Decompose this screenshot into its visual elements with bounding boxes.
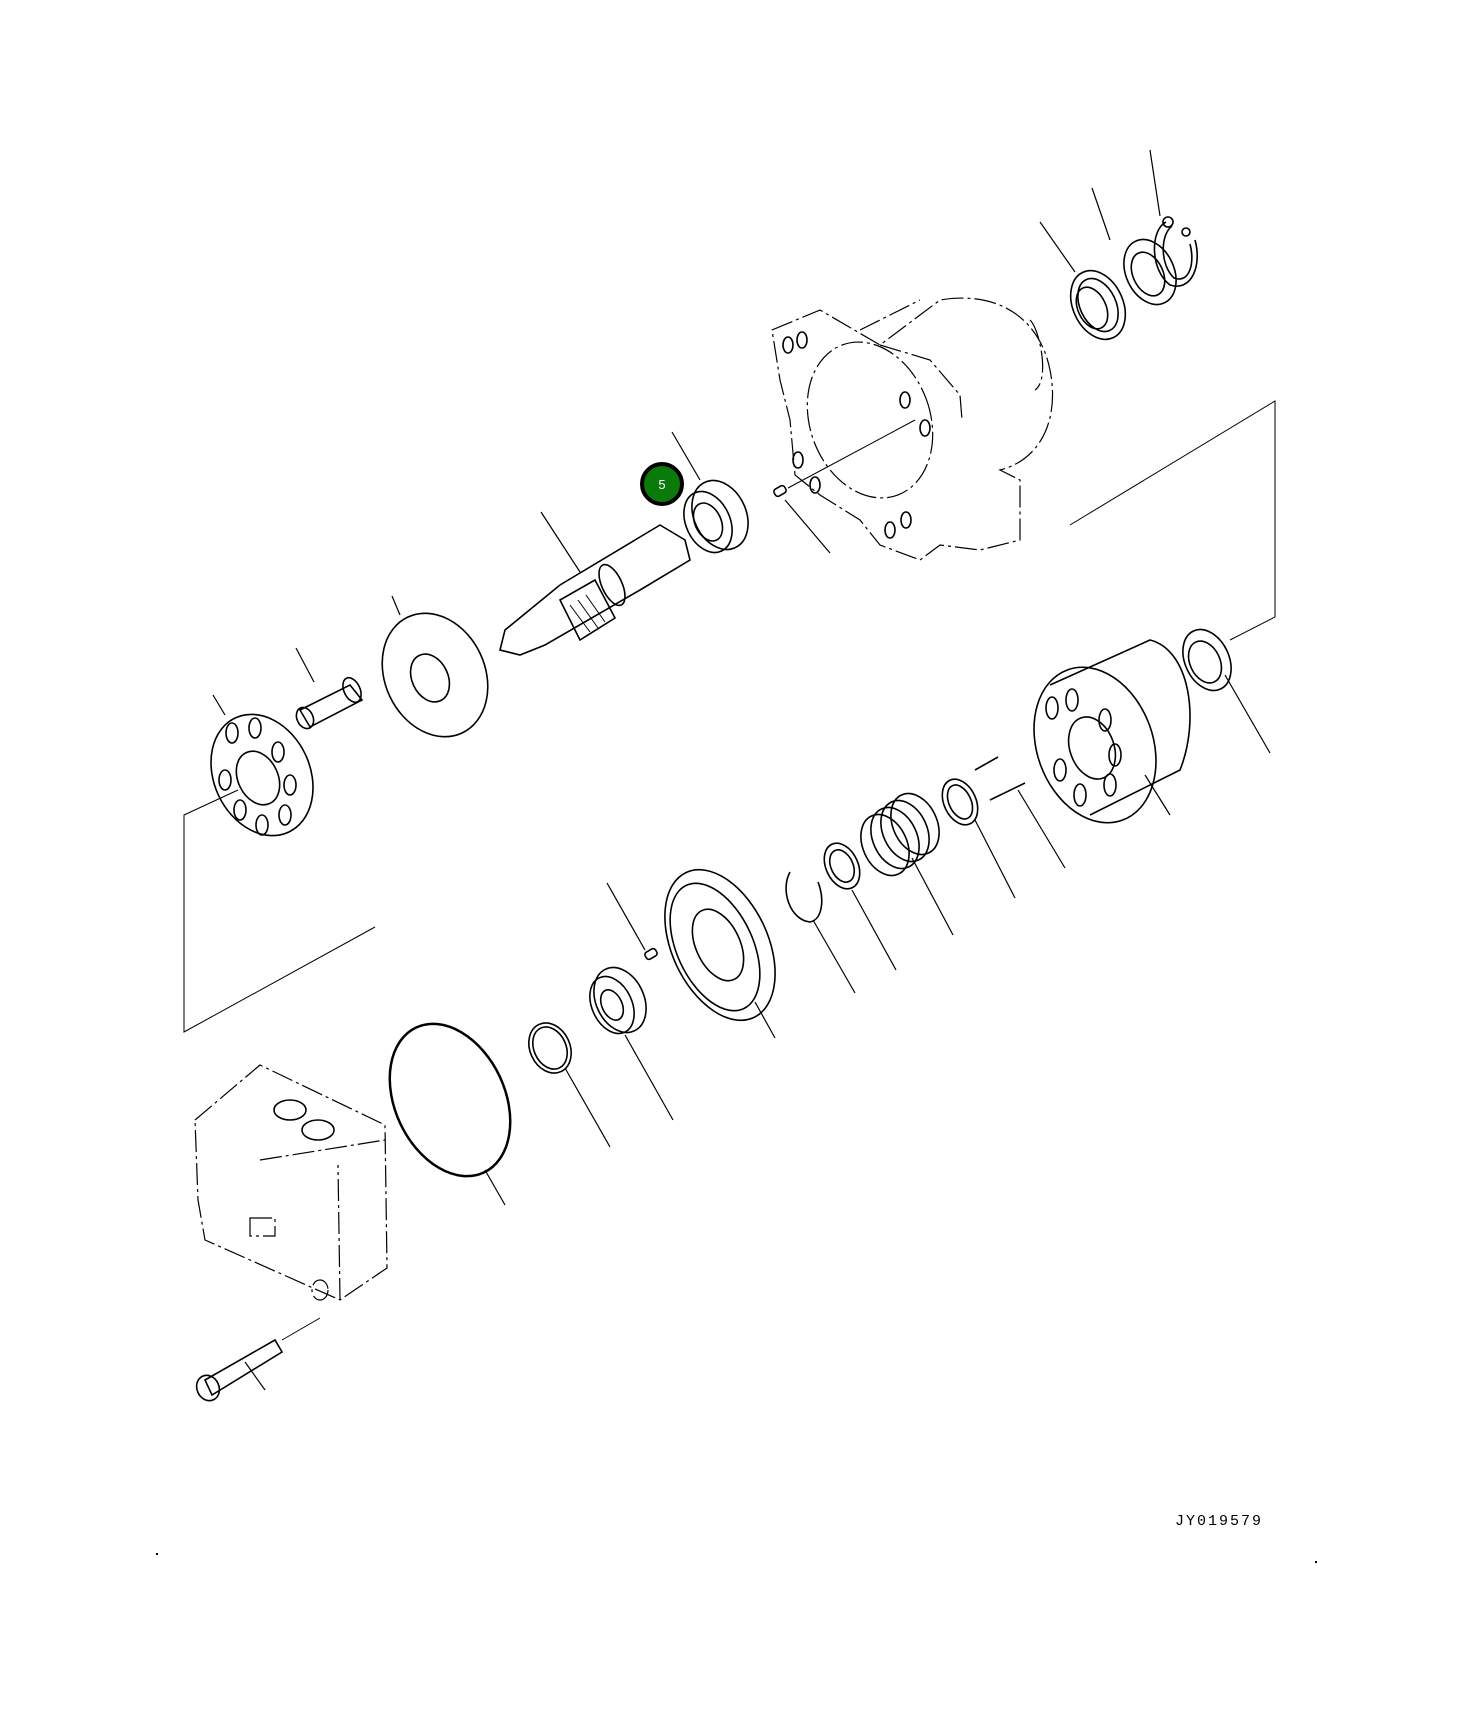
swash-plate-part [381,595,489,738]
socket-bolt-part [195,1317,321,1402]
motor-housing-part [771,297,1054,561]
thrust-washer-part [1091,187,1177,306]
retaining-ring-part [1149,149,1199,287]
callout-marker-5[interactable]: 5 [640,462,684,506]
needle-bearing-part [1182,628,1271,754]
corner-dot-left [156,1553,158,1555]
callout-label: 5 [658,476,666,492]
large-o-ring-part [388,1022,512,1206]
cylinder-block-part [1033,639,1191,824]
valve-plate-part [664,868,776,1039]
snap-ring-part [785,871,856,994]
oil-seal-part [1039,221,1127,341]
assembly-frame-lines [183,400,1276,1033]
spring-part [860,792,954,936]
drawing-code: JY019579 [1175,1513,1264,1530]
spring-seat-part [823,842,897,971]
piston-part [295,647,364,730]
bearing-part [671,431,749,554]
valve-block-part [194,1064,388,1301]
collar-ring-part [941,778,1016,899]
valve-pin-part [606,882,658,961]
pins-part [974,756,1066,869]
corner-dot-right [1315,1561,1317,1563]
dowel-pin-part [773,419,916,554]
retainer-plate-part [210,694,314,837]
lower-o-ring-part [528,1022,611,1148]
drive-shaft-part [499,511,691,656]
lower-bearing-part [589,966,674,1121]
